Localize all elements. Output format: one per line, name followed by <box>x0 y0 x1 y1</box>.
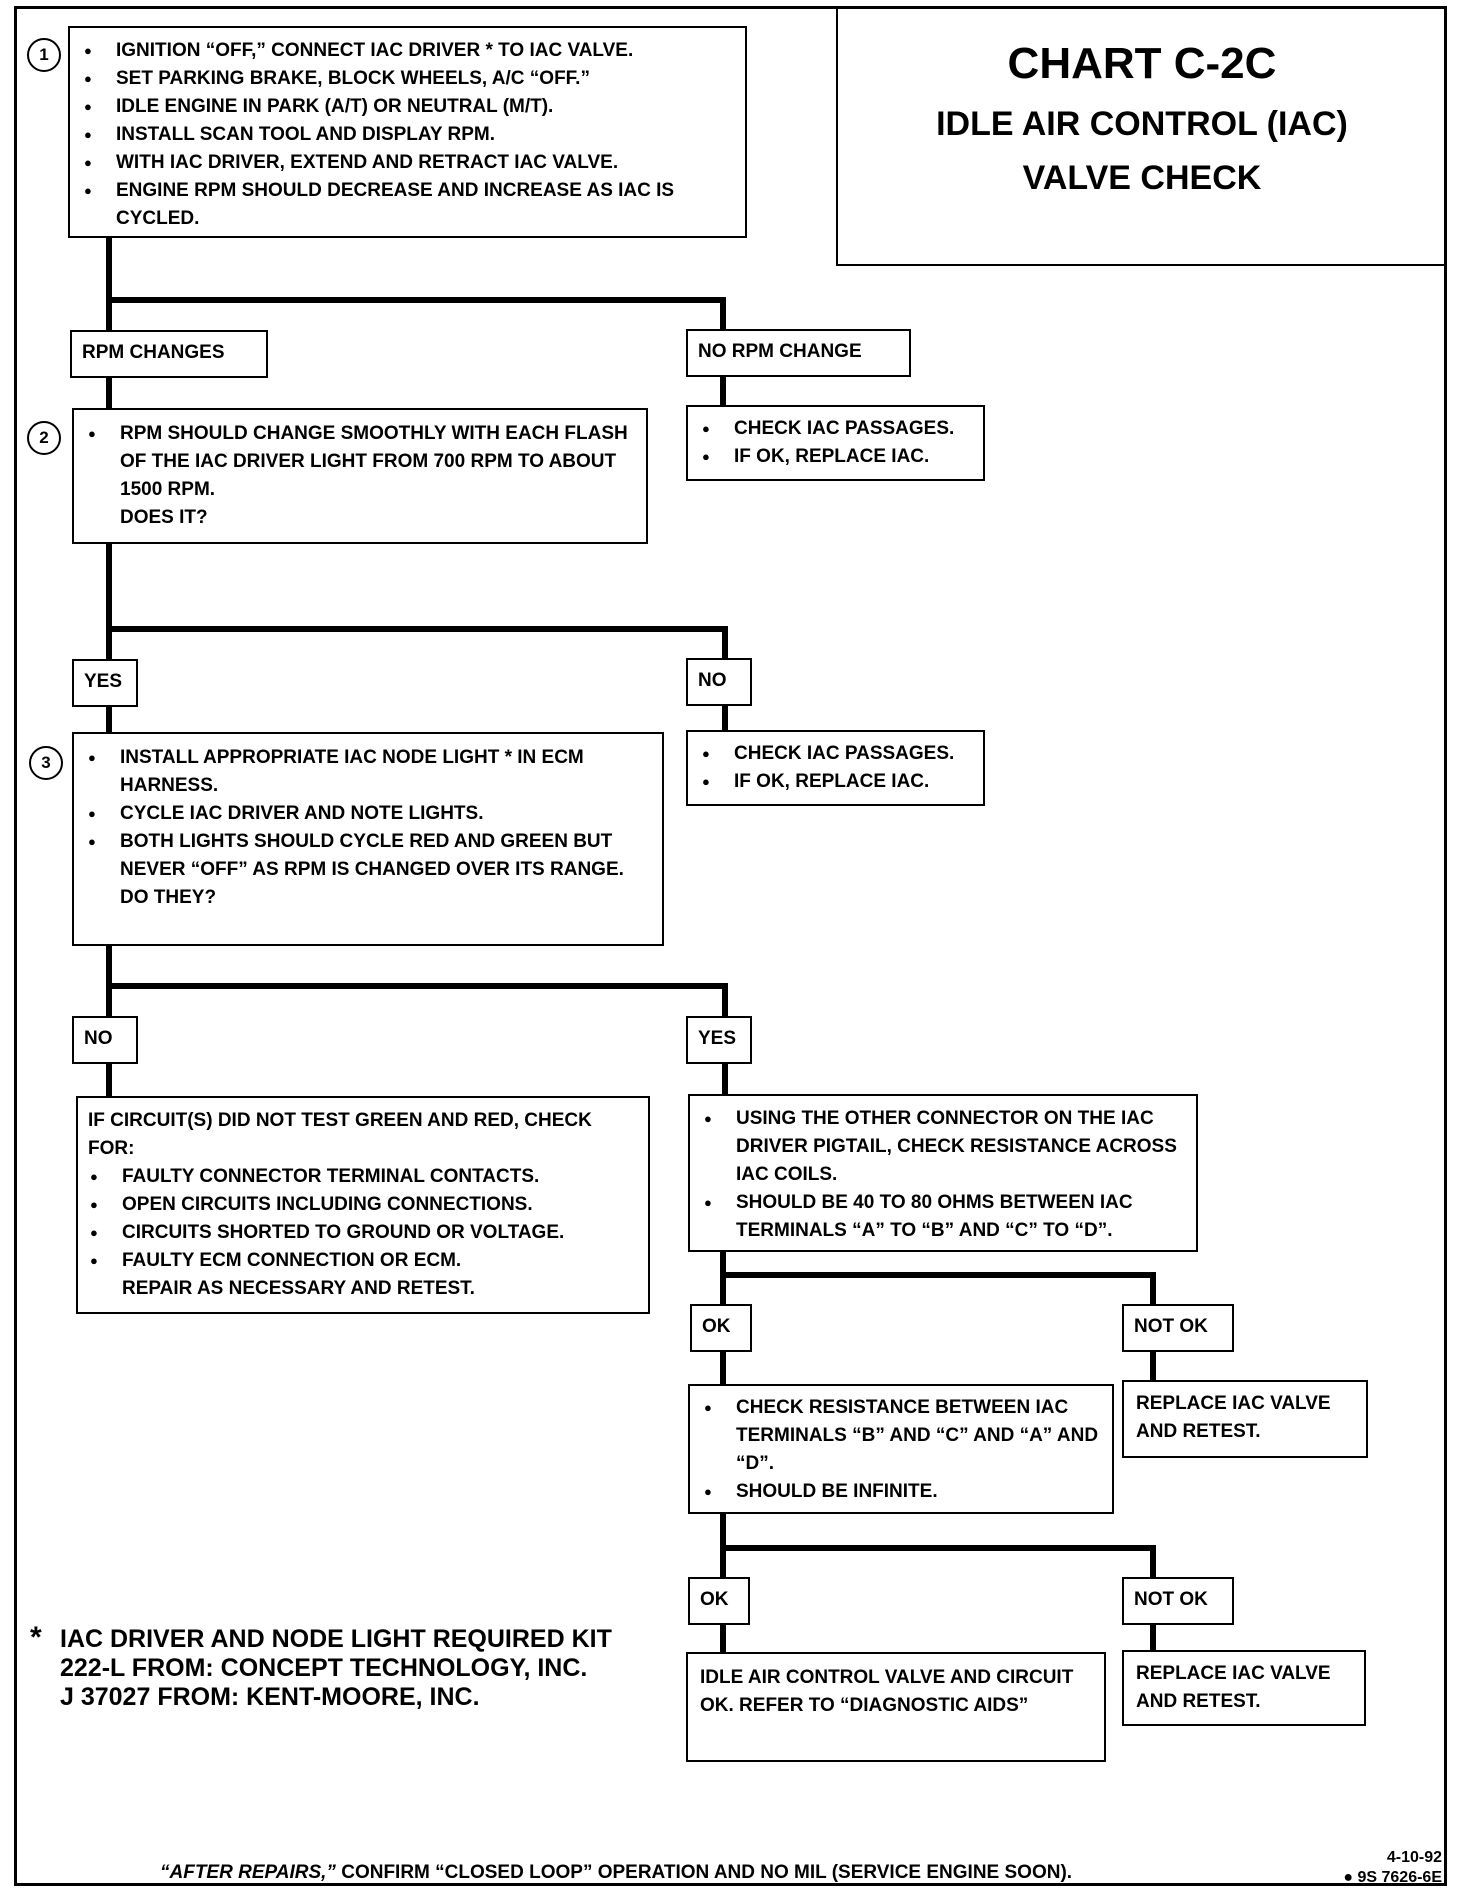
no-label: NO <box>686 658 752 706</box>
replace-iac-valve-box: REPLACE IAC VALVE AND RETEST. <box>1122 1650 1366 1726</box>
circuit-check-box: IF CIRCUIT(S) DID NOT TEST GREEN AND RED… <box>76 1096 650 1314</box>
connector-line <box>1150 1624 1156 1650</box>
connector-line <box>106 705 112 733</box>
step-number-1: 1 <box>27 38 61 72</box>
connector-line <box>722 983 728 1017</box>
yes-label: YES <box>686 1016 752 1064</box>
connector-line <box>1150 1545 1156 1577</box>
connector-line <box>720 1352 726 1384</box>
connector-line <box>720 1624 726 1652</box>
title-block: CHART C-2C IDLE AIR CONTROL (IAC) VALVE … <box>836 8 1446 266</box>
no-rpm-change-label: NO RPM CHANGE <box>686 329 911 377</box>
step-2-question-box: RPM SHOULD CHANGE SMOOTHLY WITH EACH FLA… <box>72 408 648 544</box>
step-3-item: BOTH LIGHTS SHOULD CYCLE RED AND GREEN B… <box>86 828 652 884</box>
connector-line <box>722 705 728 733</box>
step-1-item: SET PARKING BRAKE, BLOCK WHEELS, A/C “OF… <box>82 65 735 93</box>
connector-line <box>722 626 728 658</box>
connector-line <box>722 1064 728 1096</box>
circuit-check-item: FAULTY ECM CONNECTION OR ECM. <box>88 1247 638 1275</box>
connector-line <box>106 543 112 659</box>
check-item: CHECK IAC PASSAGES. <box>700 415 973 443</box>
connector-line <box>720 1545 1156 1551</box>
valve-ok-box: IDLE AIR CONTROL VALVE AND CIRCUIT OK. R… <box>686 1652 1106 1762</box>
connector-line <box>106 297 726 303</box>
after-repairs-emphasis: “AFTER REPAIRS,” <box>160 1862 336 1883</box>
no-label: NO <box>72 1016 138 1064</box>
terminal-check-item: SHOULD BE INFINITE. <box>702 1478 1102 1506</box>
replace-iac-text: REPLACE IAC VALVE AND RETEST. <box>1136 1663 1331 1712</box>
rpm-changes-label: RPM CHANGES <box>70 330 268 378</box>
replace-iac-valve-box: REPLACE IAC VALVE AND RETEST. <box>1122 1380 1368 1458</box>
connector-line <box>720 377 726 405</box>
document-code: ● 9S 7626-6E <box>1343 1869 1442 1886</box>
step-3-question: DO THEY? <box>120 887 217 908</box>
not-ok-label: NOT OK <box>1122 1577 1234 1625</box>
ok-label: OK <box>688 1577 750 1625</box>
step-number-3: 3 <box>29 746 63 780</box>
connector-line <box>106 983 728 989</box>
ok-label: OK <box>690 1304 752 1352</box>
valve-ok-text: IDLE AIR CONTROL VALVE AND CIRCUIT OK. R… <box>700 1667 1074 1716</box>
terminal-check-item: CHECK RESISTANCE BETWEEN IAC TERMINALS “… <box>702 1394 1102 1478</box>
yes-label: YES <box>72 659 138 707</box>
footnote-line: J 37027 FROM: KENT-MOORE, INC. <box>60 1683 480 1711</box>
connector-line <box>106 1064 112 1096</box>
footnote-line: 222-L FROM: CONCEPT TECHNOLOGY, INC. <box>60 1654 588 1682</box>
after-repairs-text: CONFIRM “CLOSED LOOP” OPERATION AND NO M… <box>335 1862 1073 1883</box>
circuit-check-closing: REPAIR AS NECESSARY AND RETEST. <box>122 1278 475 1299</box>
circuit-check-item: CIRCUITS SHORTED TO GROUND OR VOLTAGE. <box>88 1219 638 1247</box>
connector-line <box>720 1272 1156 1278</box>
after-repairs-note: “AFTER REPAIRS,” CONFIRM “CLOSED LOOP” O… <box>160 1862 1072 1884</box>
coil-resistance-box: USING THE OTHER CONNECTOR ON THE IAC DRI… <box>688 1094 1198 1252</box>
resistance-item: USING THE OTHER CONNECTOR ON THE IAC DRI… <box>702 1105 1186 1189</box>
page-frame <box>14 6 1447 1886</box>
step-number-2: 2 <box>27 421 61 455</box>
check-item: IF OK, REPLACE IAC. <box>700 768 973 796</box>
check-iac-passages-box: CHECK IAC PASSAGES. IF OK, REPLACE IAC. <box>686 730 985 806</box>
step-1-item: ENGINE RPM SHOULD DECREASE AND INCREASE … <box>82 177 735 233</box>
resistance-item: SHOULD BE 40 TO 80 OHMS BETWEEN IAC TERM… <box>702 1189 1186 1245</box>
check-item: CHECK IAC PASSAGES. <box>700 740 973 768</box>
connector-line <box>1150 1272 1156 1304</box>
connector-line <box>106 945 112 1017</box>
connector-line <box>1150 1352 1156 1380</box>
chart-title-line-2: VALVE CHECK <box>1022 159 1262 197</box>
document-date: 4-10-92 <box>1386 1849 1442 1866</box>
footnote-asterisk: * <box>30 1621 42 1654</box>
check-iac-passages-box: CHECK IAC PASSAGES. IF OK, REPLACE IAC. <box>686 405 985 481</box>
not-ok-label: NOT OK <box>1122 1304 1234 1352</box>
step-1-instructions-box: IGNITION “OFF,” CONNECT IAC DRIVER * TO … <box>68 26 747 238</box>
connector-line <box>106 378 112 408</box>
footnote-line: IAC DRIVER AND NODE LIGHT REQUIRED KIT <box>60 1625 612 1653</box>
circuit-check-item: FAULTY CONNECTOR TERMINAL CONTACTS. <box>88 1163 638 1191</box>
replace-iac-text: REPLACE IAC VALVE AND RETEST. <box>1136 1393 1331 1442</box>
connector-line <box>106 626 728 632</box>
step-3-item: CYCLE IAC DRIVER AND NOTE LIGHTS. <box>86 800 652 828</box>
chart-title-line-1: IDLE AIR CONTROL (IAC) <box>936 105 1348 143</box>
step-2-question: DOES IT? <box>120 507 208 528</box>
check-item: IF OK, REPLACE IAC. <box>700 443 973 471</box>
step-1-item: WITH IAC DRIVER, EXTEND AND RETRACT IAC … <box>82 149 735 177</box>
document-id: 4-10-92 ● 9S 7626-6E <box>1343 1848 1442 1888</box>
kit-footnote: * IAC DRIVER AND NODE LIGHT REQUIRED KIT… <box>30 1621 612 1712</box>
step-1-item: IDLE ENGINE IN PARK (A/T) OR NEUTRAL (M/… <box>82 93 735 121</box>
step-3-question-box: INSTALL APPROPRIATE IAC NODE LIGHT * IN … <box>72 732 664 946</box>
step-1-item: IGNITION “OFF,” CONNECT IAC DRIVER * TO … <box>82 37 735 65</box>
step-3-item: INSTALL APPROPRIATE IAC NODE LIGHT * IN … <box>86 744 652 800</box>
connector-line <box>720 297 726 329</box>
terminal-resistance-box: CHECK RESISTANCE BETWEEN IAC TERMINALS “… <box>688 1384 1114 1514</box>
connector-line <box>106 236 112 330</box>
circuit-check-item: OPEN CIRCUITS INCLUDING CONNECTIONS. <box>88 1191 638 1219</box>
circuit-check-intro: IF CIRCUIT(S) DID NOT TEST GREEN AND RED… <box>88 1110 592 1159</box>
chart-number: CHART C-2C <box>1007 39 1277 88</box>
step-2-item: RPM SHOULD CHANGE SMOOTHLY WITH EACH FLA… <box>86 420 636 504</box>
step-1-item: INSTALL SCAN TOOL AND DISPLAY RPM. <box>82 121 735 149</box>
